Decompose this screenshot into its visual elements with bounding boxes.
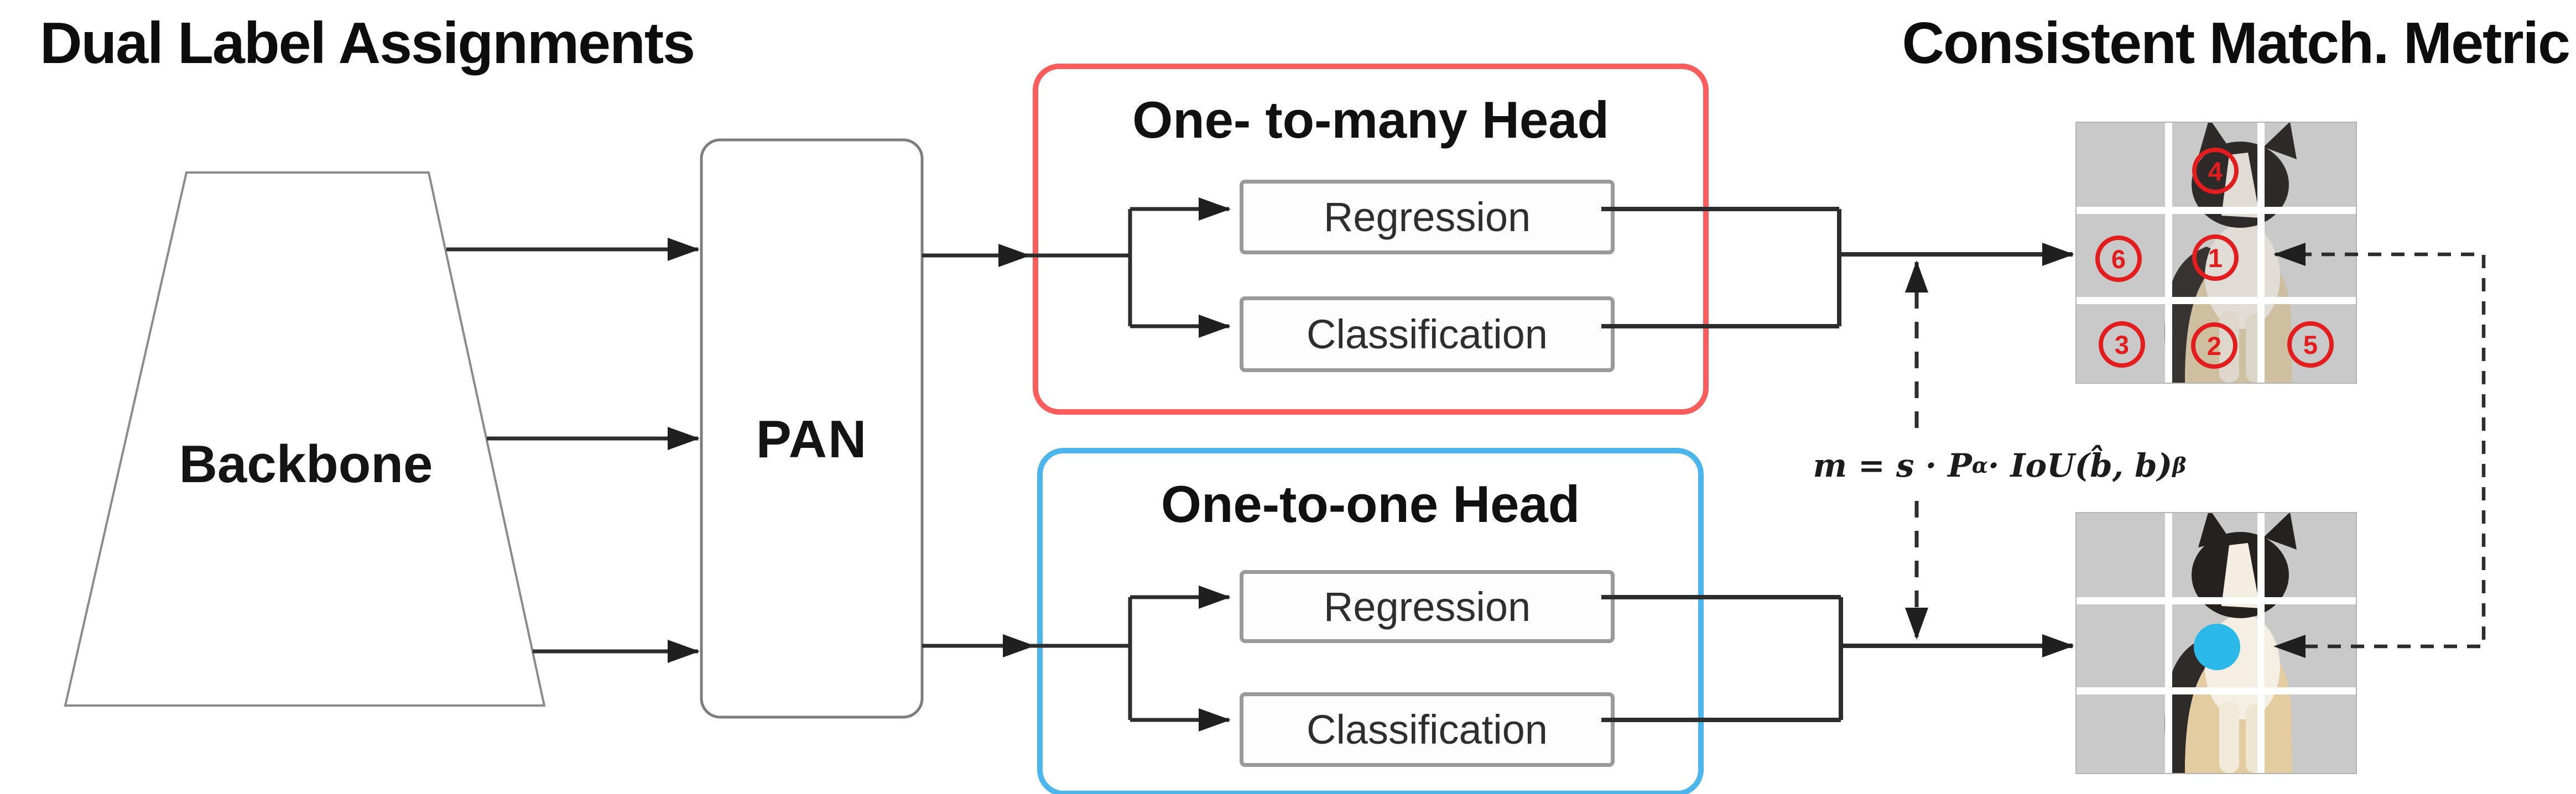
assignment-badge-4: 4 — [2192, 148, 2239, 194]
grid-line — [2077, 207, 2356, 214]
grid-line — [2077, 297, 2356, 304]
one-to-many-classification-box: Classification — [1240, 296, 1615, 372]
one-to-one-head-title: One-to-one Head — [1160, 475, 1580, 533]
selected-anchor-dot — [2194, 624, 2240, 670]
one-to-one-classification-box: Classification — [1240, 692, 1615, 767]
pan-label: PAN — [756, 410, 868, 469]
formula-part2: · IoU(b̂, b) — [1988, 447, 2173, 484]
one-to-one-head-box: One-to-one Head Regression Classificatio… — [1037, 448, 1704, 794]
left-section-title: Dual Label Assignments — [40, 11, 695, 76]
cat-photo — [2164, 513, 2297, 773]
one-to-many-head-box: One- to-many Head Regression Classificat… — [1033, 64, 1709, 415]
grid-line — [2077, 597, 2356, 604]
grid-line — [2165, 513, 2172, 773]
assignment-badge-5: 5 — [2287, 321, 2334, 368]
right-section-title: Consistent Match. Metric — [1902, 11, 2570, 76]
grid-line — [2077, 687, 2356, 694]
one-to-many-head-title: One- to-many Head — [1132, 91, 1609, 149]
assignment-badge-1: 1 — [2192, 234, 2239, 281]
one-to-many-assignment-grid: 4 6 1 3 2 5 — [2075, 122, 2357, 384]
backbone-label: Backbone — [179, 435, 433, 494]
one-to-one-assignment-grid — [2075, 512, 2357, 774]
assignment-badge-6: 6 — [2095, 236, 2142, 282]
formula-part1: m = s · P — [1813, 447, 1972, 484]
one-to-one-regression-box: Regression — [1240, 570, 1615, 643]
assignment-badge-3: 3 — [2099, 321, 2145, 368]
grid-line — [2257, 513, 2265, 773]
one-to-many-regression-box: Regression — [1240, 180, 1615, 254]
grid-line — [2257, 123, 2265, 383]
grid-line — [2165, 123, 2172, 383]
assignment-badge-2: 2 — [2191, 322, 2237, 369]
